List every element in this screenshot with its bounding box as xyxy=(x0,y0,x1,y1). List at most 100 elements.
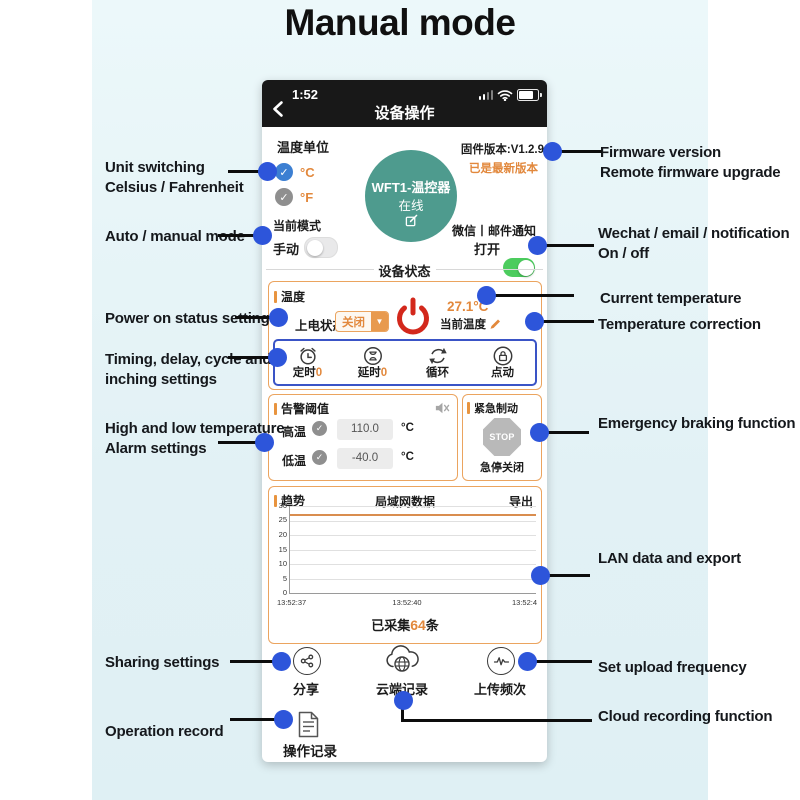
fahrenheit-radio[interactable]: ✓ °F xyxy=(275,188,313,206)
collected-prefix: 已采集 xyxy=(371,618,411,633)
gridline xyxy=(290,506,536,507)
document-icon xyxy=(298,711,319,738)
edit-icon[interactable] xyxy=(405,214,418,227)
alarm-clock-icon xyxy=(299,348,316,365)
connector-line xyxy=(235,316,279,319)
fahrenheit-label: °F xyxy=(300,189,314,205)
share-button[interactable] xyxy=(293,647,321,675)
device-status-divider: 设备状态 xyxy=(378,264,431,279)
upload-frequency-label[interactable]: 上传频次 xyxy=(473,682,526,697)
timing-button[interactable]: 定时0 xyxy=(275,341,340,384)
stop-sign-button[interactable]: STOP xyxy=(483,418,521,456)
power-button-icon[interactable] xyxy=(393,296,433,336)
temp-correction-pencil-icon[interactable] xyxy=(489,318,501,330)
signal-strength-icon xyxy=(478,90,493,100)
y-tick-label: 30 xyxy=(278,501,287,510)
export-button[interactable]: 导出 xyxy=(508,495,533,509)
connector-line xyxy=(558,150,602,153)
connector-line xyxy=(218,234,263,237)
connector-dot xyxy=(255,433,274,452)
firmware-version-text: 固件版本:V1.2.9 xyxy=(460,144,544,156)
low-temp-unit: °C xyxy=(401,451,414,463)
operation-record-button[interactable] xyxy=(297,711,320,743)
timer-label: 延时 xyxy=(357,367,381,380)
x-tick-label: 13:52:40 xyxy=(392,598,422,607)
timer-label: 循环 xyxy=(426,367,449,380)
wifi-icon xyxy=(497,90,513,101)
connector-line xyxy=(401,705,404,722)
clock-time: 1:52 xyxy=(292,87,319,102)
hourglass-icon xyxy=(363,347,382,366)
connector-dot xyxy=(518,652,537,671)
checked-circle-icon: ✓ xyxy=(275,163,293,181)
brake-state-label: 急停关闭 xyxy=(480,462,524,474)
temp-box-title: 温度 xyxy=(281,290,306,304)
annotation-lan-data: LAN data and export xyxy=(598,550,741,567)
share-label[interactable]: 分享 xyxy=(292,682,319,697)
current-temp-label: 当前温度 xyxy=(440,319,486,331)
mode-section-label: 当前模式 xyxy=(273,219,322,233)
orange-bar-icon xyxy=(274,290,277,303)
cycle-button[interactable]: 循环 xyxy=(405,341,470,384)
chart-subtitle: 局域网数据 xyxy=(374,495,435,509)
annotation-cloud-recording: Cloud recording function xyxy=(598,708,773,725)
gridline xyxy=(290,535,536,536)
gridline xyxy=(290,549,536,551)
firmware-latest-text: 已是最新版本 xyxy=(469,163,538,175)
checked-circle-icon[interactable]: ✓ xyxy=(312,421,327,436)
annotation-sharing-settings: Sharing settings xyxy=(105,654,220,671)
cloud-record-button[interactable] xyxy=(384,644,421,679)
notify-toggle[interactable] xyxy=(503,258,535,277)
connector-dot xyxy=(525,312,544,331)
high-temp-label: 高温 xyxy=(282,425,307,439)
connector-line xyxy=(230,660,282,663)
power-state-value: 关闭 xyxy=(342,316,365,329)
connector-line xyxy=(535,660,592,663)
dropdown-arrow-icon: ▼ xyxy=(371,312,388,331)
y-tick-label: 10 xyxy=(278,558,287,568)
checked-circle-icon: ✓ xyxy=(275,188,293,206)
divider-line xyxy=(266,269,374,270)
delay-button[interactable]: 延时0 xyxy=(340,341,405,384)
connector-line xyxy=(545,244,594,247)
annotation-current-temperature: Current temperature xyxy=(600,290,742,307)
orange-bar-icon xyxy=(274,402,277,415)
cloud-record-label[interactable]: 云端记录 xyxy=(375,682,428,697)
collected-suffix: 条 xyxy=(425,618,439,633)
page-header-title: 设备操作 xyxy=(374,105,435,122)
connector-dot xyxy=(528,236,547,255)
celsius-label: °C xyxy=(300,164,315,180)
timer-value: 0 xyxy=(380,367,388,380)
connector-dot xyxy=(477,286,496,305)
gridline xyxy=(290,578,536,580)
alarm-threshold-box: 告警阈值 高温 ✓ 110.0 °C 低温 ✓ -40.0 °C xyxy=(268,394,458,481)
low-temp-input[interactable]: -40.0 xyxy=(337,448,393,469)
manual-mode-toggle[interactable] xyxy=(304,237,338,258)
power-state-dropdown[interactable]: 关闭 ▼ xyxy=(335,311,389,332)
current-temp-value: 27.1°C xyxy=(447,299,489,314)
connector-dot xyxy=(543,142,562,161)
collected-count-row: 已采集64条 xyxy=(269,615,541,634)
stop-sign-label: STOP xyxy=(489,432,515,442)
timer-label: 点动 xyxy=(491,367,514,380)
inching-button[interactable]: 点动 xyxy=(470,341,535,384)
celsius-radio[interactable]: ✓ °C xyxy=(275,163,315,181)
annotation-power-on-status: Power on status setting xyxy=(105,310,270,327)
back-button[interactable] xyxy=(270,100,288,118)
checked-circle-icon[interactable]: ✓ xyxy=(312,450,327,465)
mute-icon[interactable] xyxy=(434,401,450,415)
connector-line xyxy=(218,441,265,444)
connector-line xyxy=(548,574,590,577)
high-temp-input[interactable]: 110.0 xyxy=(337,419,393,440)
upload-frequency-button[interactable] xyxy=(487,647,515,675)
device-status-circle[interactable]: WFT1-温控器 在线 xyxy=(365,150,457,242)
connector-line xyxy=(228,356,278,359)
operation-record-label[interactable]: 操作记录 xyxy=(283,744,337,759)
notify-state-label: 打开 xyxy=(474,242,501,257)
